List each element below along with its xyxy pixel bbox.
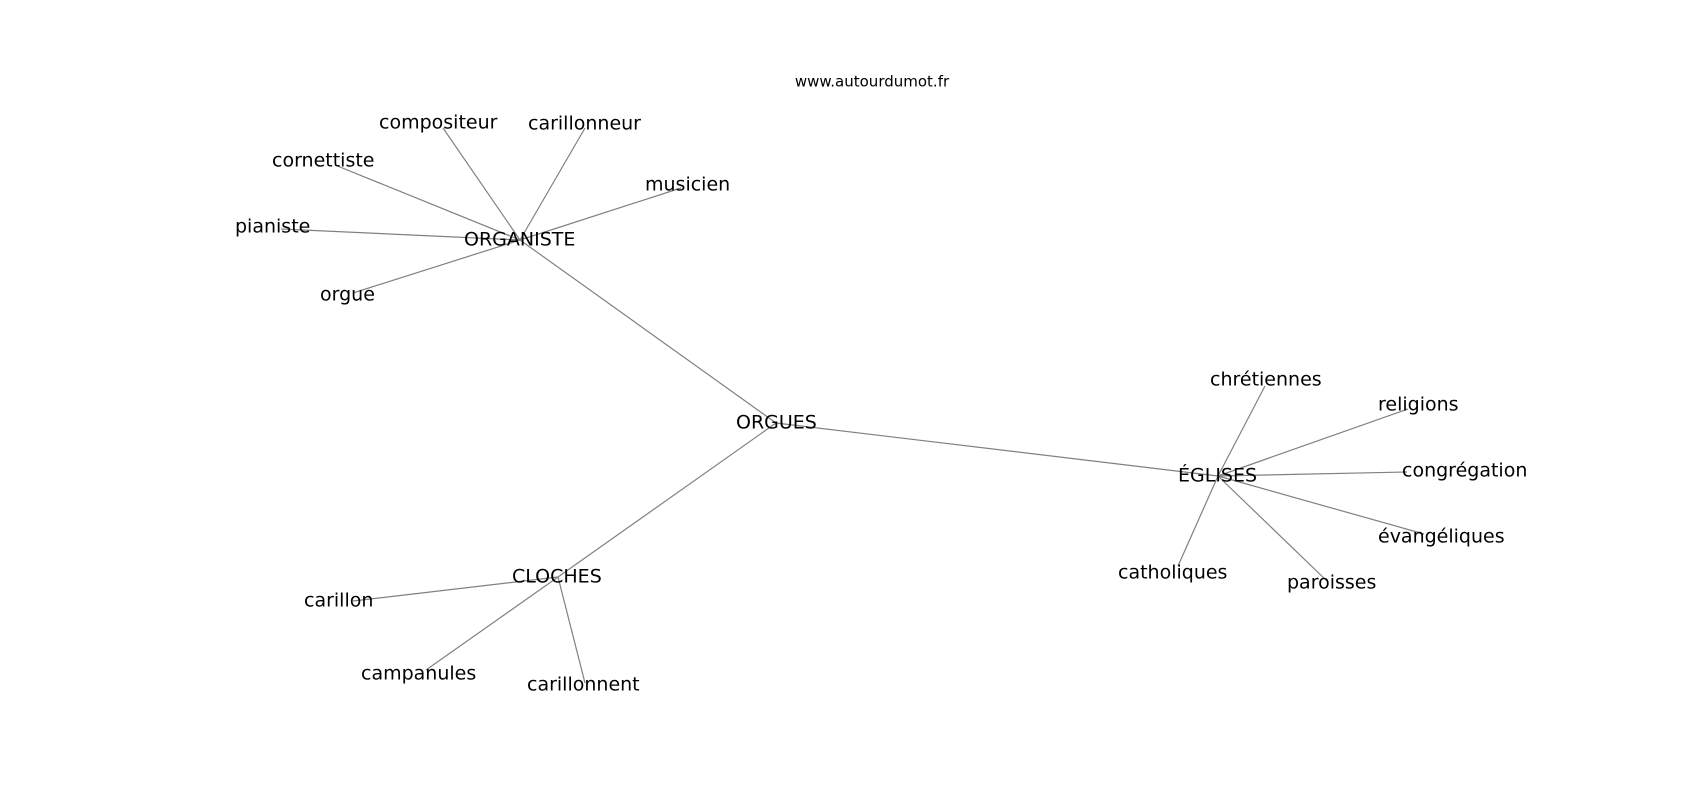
edge-organiste-carillonneur [519, 127, 586, 241]
edge-eglises-paroisses [1217, 475, 1329, 583]
edge-organiste-orgue [352, 239, 521, 294]
edge-cloches-carillonnent [557, 576, 586, 684]
node-label-catholiques[interactable]: catholiques [1118, 562, 1227, 584]
node-label-campanules[interactable]: campanules [361, 663, 476, 685]
node-label-orgue[interactable]: orgue [320, 284, 375, 306]
edge-cloches-campanules [425, 576, 559, 671]
edge-orgues-organiste [519, 239, 777, 424]
edge-organiste-musicien [519, 187, 682, 241]
node-label-cornettiste[interactable]: cornettiste [272, 150, 375, 172]
node-label-organiste[interactable]: ORGANISTE [464, 229, 575, 251]
edge-eglises-evangeliques [1217, 475, 1425, 535]
node-label-carillonneur[interactable]: carillonneur [528, 113, 641, 135]
node-label-compositeur[interactable]: compositeur [379, 112, 498, 134]
edge-eglises-religions [1217, 408, 1409, 477]
node-label-paroisses[interactable]: paroisses [1287, 572, 1376, 594]
edge-eglises-congregation [1217, 471, 1408, 477]
node-label-evangeliques[interactable]: évangéliques [1378, 526, 1505, 548]
edge-organiste-pianiste [280, 228, 521, 241]
node-label-cloches[interactable]: CLOCHES [512, 566, 602, 588]
labels-layer: ORGUES ORGANISTE CLOCHES ÉGLISES compositeur… [235, 112, 1527, 696]
node-label-orgues[interactable]: ORGUES [736, 412, 817, 434]
node-label-congregation[interactable]: congrégation [1402, 460, 1527, 482]
node-label-musicien[interactable]: musicien [645, 174, 730, 196]
node-label-carillonnent[interactable]: carillonnent [527, 674, 640, 696]
edge-eglises-catholiques [1177, 475, 1219, 567]
node-label-pianiste[interactable]: pianiste [235, 216, 310, 238]
source-watermark: www.autourdumot.fr [795, 73, 950, 91]
node-label-eglises[interactable]: ÉGLISES [1178, 464, 1257, 487]
edges-layer [280, 127, 1425, 684]
edge-cloches-carillon [352, 576, 559, 602]
edge-organiste-cornettiste [334, 164, 521, 241]
edge-orgues-eglises [775, 422, 1219, 477]
node-label-carillon[interactable]: carillon [304, 590, 373, 612]
edge-eglises-chretiennes [1217, 385, 1266, 477]
node-label-religions[interactable]: religions [1378, 394, 1459, 416]
edge-organiste-compositeur [442, 127, 521, 241]
node-label-chretiennes[interactable]: chrétiennes [1210, 369, 1322, 391]
edge-orgues-cloches [557, 422, 777, 578]
